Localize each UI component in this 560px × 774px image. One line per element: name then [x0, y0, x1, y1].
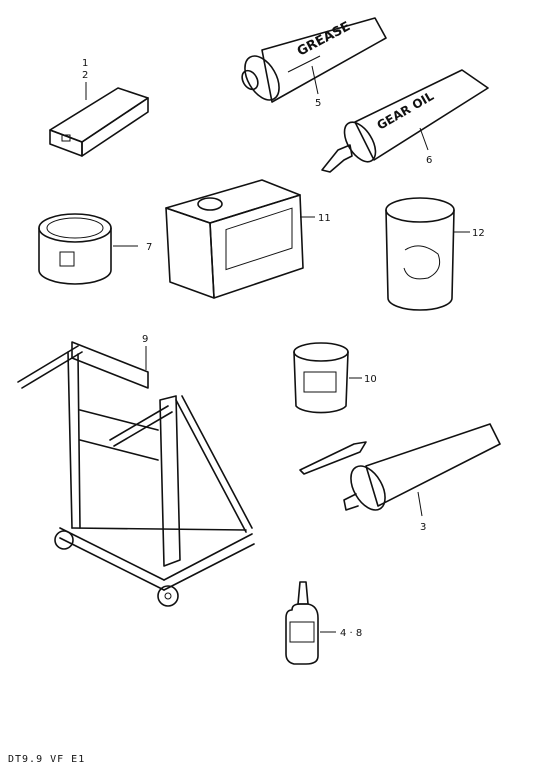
- part-grease-tube: GREASE: [241, 17, 387, 103]
- part-oil-can: [165, 179, 315, 299]
- leader-6: [419, 127, 429, 151]
- callout-5: 5: [315, 98, 321, 109]
- callout-12: 12: [472, 228, 485, 239]
- callout-11: 11: [318, 213, 331, 224]
- grease-tube-label: GREASE: [295, 19, 353, 59]
- callout-4-8: 4 · 8: [340, 628, 362, 639]
- callout-9: 9: [142, 334, 148, 345]
- leader-5: [311, 65, 319, 95]
- callout-7: 7: [146, 242, 152, 253]
- part-small-can: [293, 342, 362, 414]
- model-code: DT9.9 VF E1: [8, 754, 86, 765]
- callout-3: 3: [420, 522, 426, 533]
- part-gear-oil-tube: GEAR OIL: [321, 69, 489, 173]
- part-block: [49, 82, 149, 157]
- part-motor-stand: [17, 341, 255, 607]
- part-sealant-tube: [299, 423, 501, 517]
- callout-1: 1: [82, 58, 88, 69]
- callout-10: 10: [364, 374, 377, 385]
- leader-3: [417, 491, 423, 517]
- part-oil-bottle: [285, 581, 336, 665]
- part-jar: [385, 197, 470, 311]
- part-round-tin: [38, 213, 138, 285]
- callout-2: 2: [82, 70, 88, 81]
- callout-6: 6: [426, 155, 432, 166]
